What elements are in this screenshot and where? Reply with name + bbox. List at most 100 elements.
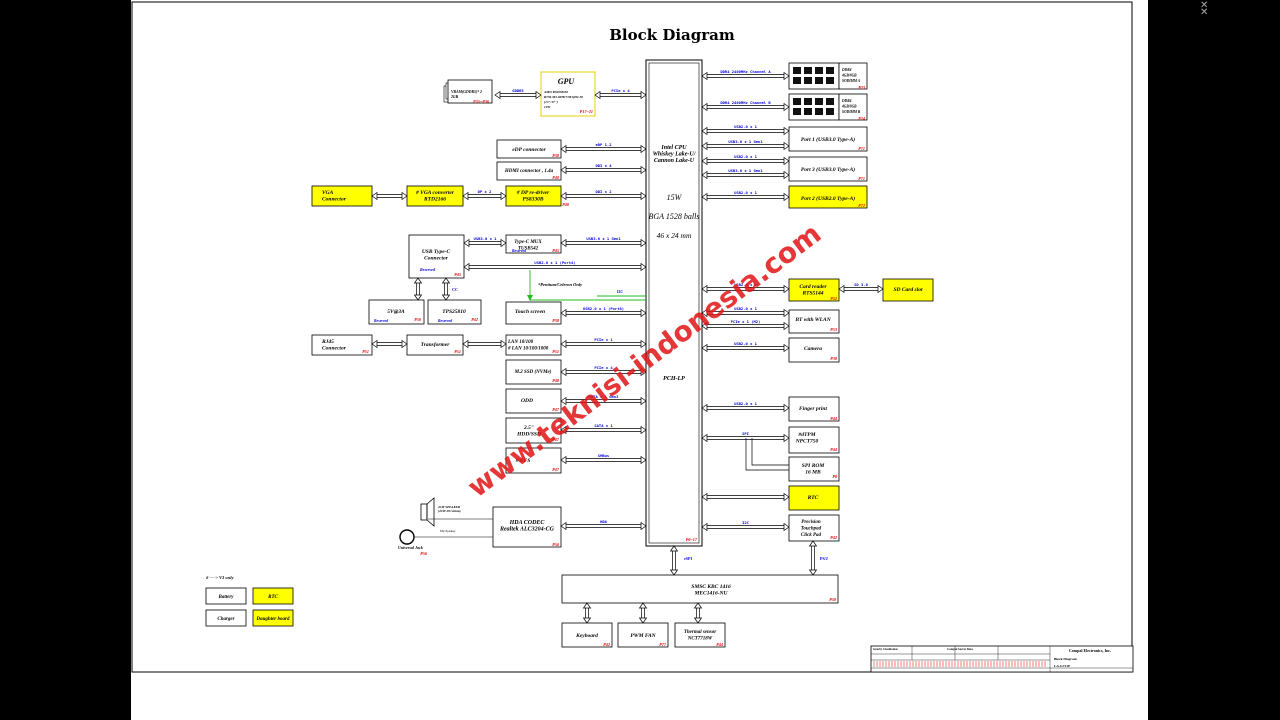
page-ref: P38 [552, 153, 560, 158]
page-ref: P40 [552, 175, 560, 180]
label: Finger print [799, 406, 827, 412]
arrow-head [463, 262, 470, 272]
label: TUSB542 [518, 247, 539, 252]
arrow-head [701, 284, 708, 294]
title-block [870, 645, 1134, 673]
cpu-power: 15W [667, 193, 683, 202]
ddr-chip-icon [804, 98, 812, 105]
bus-label: PCIe x 1 (M2) [731, 319, 761, 324]
label: Connector [424, 256, 449, 262]
speaker-icon [426, 497, 435, 527]
label: LAN 10/100 [507, 340, 534, 345]
arrow-head [640, 238, 647, 248]
label: NPCT750 [795, 439, 819, 445]
espi-bus [669, 545, 679, 576]
bus-label: USB2.0 x 1 (Port8) [583, 306, 624, 311]
usbc-to-tps-bus [441, 277, 451, 301]
arrow-head [808, 540, 818, 547]
arrow-head [783, 284, 790, 294]
transformer-block [406, 334, 464, 356]
arrow-head [701, 156, 708, 166]
arrow-head [640, 165, 647, 175]
sd-card-slot-block [882, 278, 934, 302]
label: Type-C MUX [514, 240, 542, 245]
arrow-head [783, 102, 790, 112]
legend-item-block [252, 609, 294, 627]
page-ref: P35~P36 [473, 99, 490, 104]
vram-block [447, 79, 493, 104]
usbc-to-5v-bus [413, 277, 423, 301]
kbc-peripheral-bus [582, 602, 592, 624]
bus-label: SATA x 1 [594, 423, 613, 428]
bus-label: DDR4 2400MHz Channel B [720, 100, 771, 105]
arrow-head [463, 238, 470, 248]
label: Camera [804, 346, 822, 352]
arrow-head [701, 126, 708, 136]
ddr-slot-block [788, 62, 840, 90]
arrow-head [783, 433, 790, 443]
arrow-head [701, 102, 708, 112]
m2-ssd-block [505, 359, 562, 385]
arrow-head [500, 191, 507, 201]
ddr-chip-icon [815, 77, 823, 84]
arrow-head [560, 308, 567, 318]
bottom-peripheral-block [561, 622, 613, 648]
page-ref: P44 [830, 447, 837, 452]
ddr-slot-block [788, 93, 840, 121]
port2-block [788, 185, 868, 209]
arrow-head [640, 425, 647, 435]
bus-label: DDI x 4 [595, 163, 612, 168]
legend-item-block [252, 587, 294, 605]
page-ref: P53 [830, 327, 837, 332]
page-ref: P38 [552, 318, 560, 323]
ddr-chip-icon [826, 108, 834, 115]
kbc-peripheral-bus [638, 602, 648, 624]
label: SMSC KBC 1416 [691, 584, 731, 590]
bus-label: PCIe x 4 [611, 88, 630, 93]
label: 10W [544, 105, 551, 109]
ddr-chip-icon [793, 77, 801, 84]
label: 5V@3A [387, 309, 405, 315]
cpu-inner-border [648, 62, 700, 544]
label: RJ45 [321, 339, 334, 345]
arrow-head [560, 521, 567, 531]
page-ref: P40 [562, 202, 570, 207]
bus-arrow [560, 425, 647, 435]
page-ref: P45 [552, 248, 559, 253]
vga-link [371, 191, 408, 201]
label: Precision [801, 520, 821, 525]
page-ref: P51 [552, 349, 559, 354]
arrow-head [560, 455, 567, 465]
label: RTC [807, 495, 819, 501]
tpm-block [788, 426, 840, 454]
label: #dTPM [797, 432, 816, 438]
page-ref: P56 [552, 542, 560, 547]
gpu-title: GPU [558, 77, 576, 86]
label: (13"/17") [544, 100, 558, 104]
label: HDA CODEC [509, 520, 546, 526]
label: 4GB/8GB [841, 74, 857, 78]
label: Keyboard [575, 633, 598, 639]
bus-arrow [560, 339, 647, 349]
arrow-head [462, 339, 469, 349]
bus-label: DP x 2 [478, 189, 492, 194]
bus-label: I2C [742, 520, 749, 525]
kbc-block [561, 574, 839, 604]
label: Touch screen [515, 309, 545, 315]
label: Whiskey Lake-U/ [653, 152, 697, 158]
label: Port 2 (USB2.0 Type-A) [801, 195, 855, 202]
arrow-head [783, 126, 790, 136]
bus-label: eDP 1.2 [595, 142, 611, 147]
bus-arrow [701, 321, 790, 331]
bus-label: USB2.0 x 1 [734, 124, 758, 129]
arrow-head [560, 425, 567, 435]
arrow-head [783, 403, 790, 413]
bus-label: I2C [617, 290, 623, 294]
ddr-label-block [838, 62, 868, 90]
label: # LAN 10/100/1000 [507, 347, 549, 352]
label: VGA [322, 190, 334, 196]
page-ref: P24 [858, 116, 865, 121]
bus-label: USB2.0 x 1 [734, 190, 758, 195]
bus-arrow [560, 455, 647, 465]
legend-item-block [205, 609, 247, 627]
